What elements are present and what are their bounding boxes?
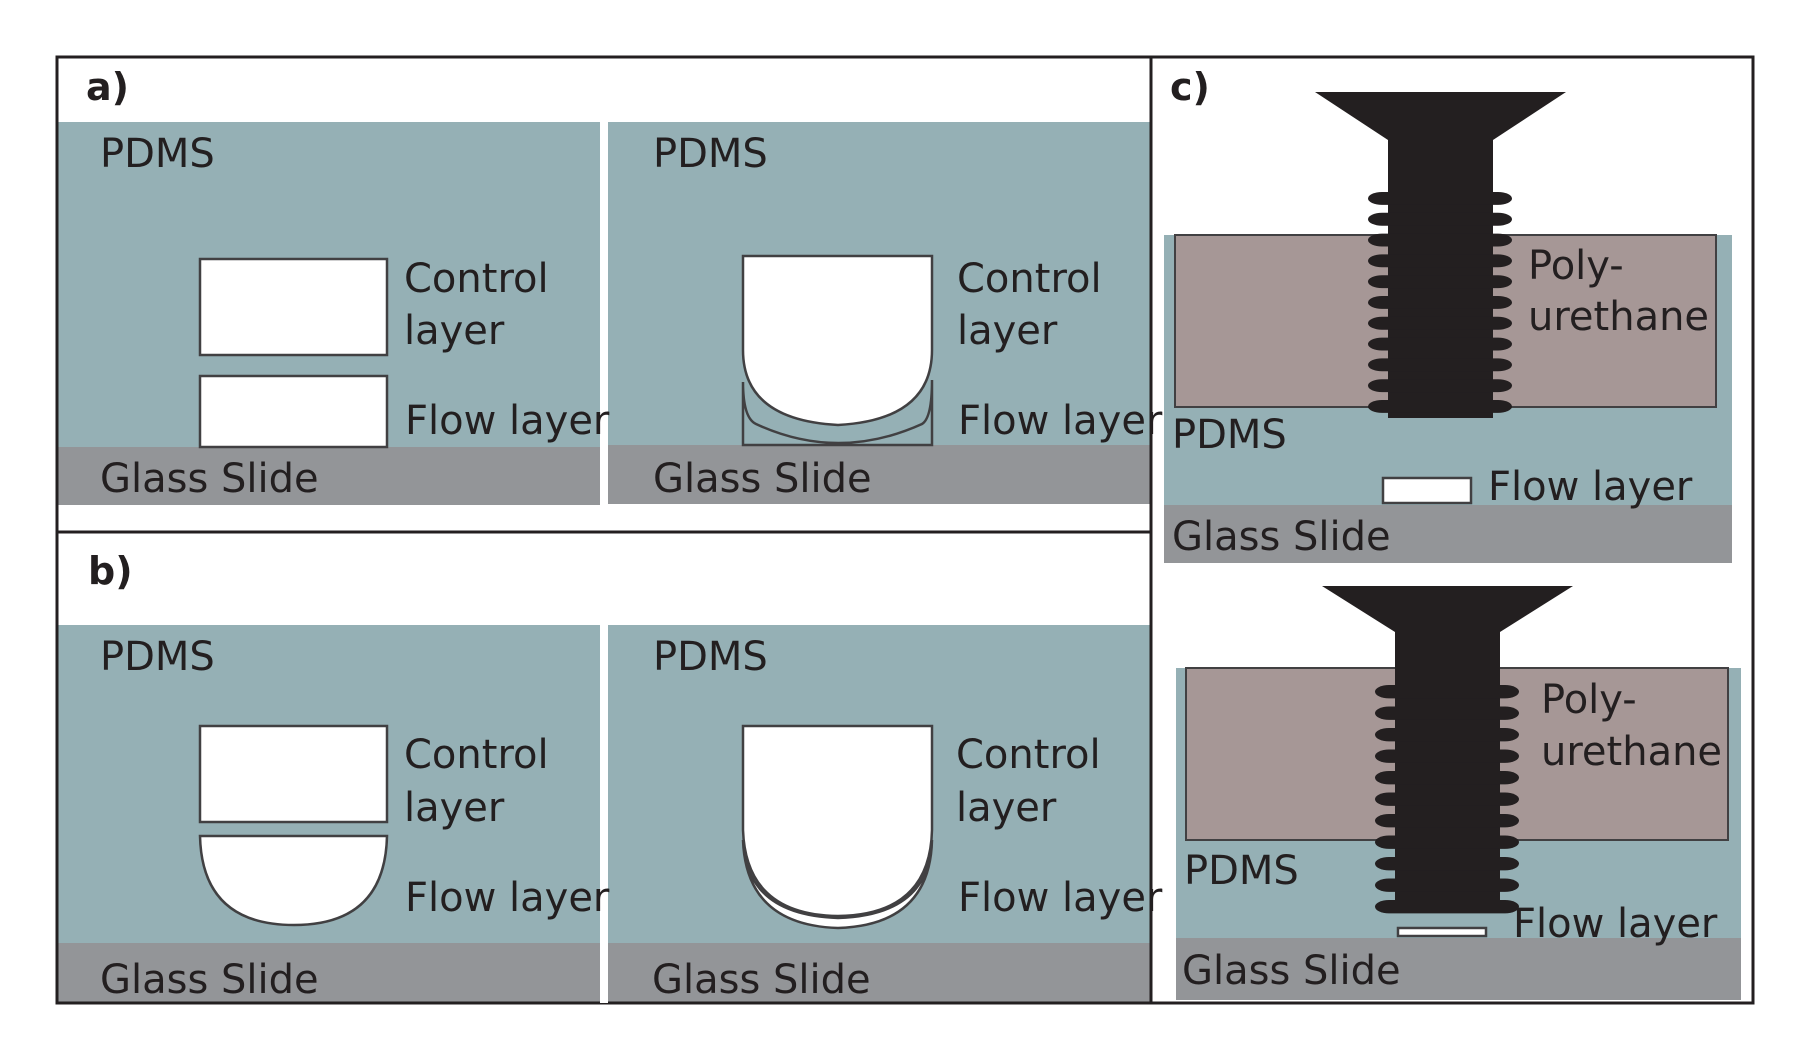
flow-layer-label: Flow layer xyxy=(958,875,1163,921)
frames xyxy=(55,55,1755,1005)
screw-thread xyxy=(1368,192,1512,205)
panel-label-a: a) xyxy=(86,65,129,109)
panel-a xyxy=(58,122,1150,505)
screw-thread xyxy=(1368,296,1512,309)
panel-c-frame xyxy=(1149,55,1755,1005)
control-channel-pressurized xyxy=(741,254,934,427)
flow-layer-label: Flow layer xyxy=(1513,901,1718,947)
pdms-label: PDMS xyxy=(100,634,215,680)
screw-thread xyxy=(1368,212,1512,226)
screw-thread xyxy=(1368,400,1512,413)
control-channel-pressurized xyxy=(741,724,934,918)
control-layer-label: layer xyxy=(957,308,1058,354)
pdms-label: PDMS xyxy=(100,131,215,177)
panel-label-c: c) xyxy=(1170,65,1210,109)
glass-slide-label: Glass Slide xyxy=(1172,514,1391,560)
screw-thread xyxy=(1375,900,1519,914)
screw-thread xyxy=(1375,792,1519,806)
screw-thread xyxy=(1375,814,1519,828)
control-layer-label: layer xyxy=(404,308,505,354)
glass-slide xyxy=(608,445,1150,504)
pdms-label: PDMS xyxy=(653,634,768,680)
flow-channel xyxy=(1381,476,1473,505)
screw-head xyxy=(1322,586,1573,660)
screw-thread xyxy=(1375,878,1519,892)
pdms-label: PDMS xyxy=(1184,848,1299,894)
control-layer-label: Control xyxy=(957,256,1102,302)
screw-thread xyxy=(1375,835,1519,849)
glass-slide xyxy=(1164,505,1732,563)
screw-thread xyxy=(1375,685,1519,699)
flow-layer-label: Flow layer xyxy=(1488,464,1693,510)
screw-thread xyxy=(1368,379,1512,393)
flow-channel-closed xyxy=(1396,926,1488,938)
screw xyxy=(1315,92,1566,418)
glass-slide-label: Glass Slide xyxy=(1182,948,1401,994)
control-layer-label: layer xyxy=(404,785,505,831)
polyurethane-label: Poly- xyxy=(1541,677,1637,723)
labels: a) PDMS Control layer Flow layer Glass S… xyxy=(86,65,1722,1003)
control-channel xyxy=(198,257,389,357)
screw xyxy=(1322,586,1573,914)
glass-slide xyxy=(1176,938,1741,1000)
screw-threads xyxy=(1368,192,1512,413)
polyurethane-label: urethane xyxy=(1541,729,1722,775)
screw-thread xyxy=(1368,358,1512,372)
glass-slide-label: Glass Slide xyxy=(100,957,319,1003)
screw-thread xyxy=(1375,857,1519,871)
glass-slide-label: Glass Slide xyxy=(100,456,319,502)
screw-thread xyxy=(1368,254,1512,268)
flow-layer-label: Flow layer xyxy=(958,398,1163,444)
pdms-label: PDMS xyxy=(1172,412,1287,458)
screw-thread xyxy=(1375,728,1519,742)
flow-channel-domed xyxy=(198,834,389,927)
screw-thread xyxy=(1375,706,1519,720)
screw-thread xyxy=(1375,771,1519,785)
control-layer-label: Control xyxy=(956,732,1101,778)
pdms-label: PDMS xyxy=(653,131,768,177)
control-layer-label: Control xyxy=(404,256,549,302)
glass-slide xyxy=(58,943,600,1003)
panel-label-b: b) xyxy=(88,549,133,593)
glass-slide-label: Glass Slide xyxy=(653,456,872,502)
control-layer-label: layer xyxy=(956,785,1057,831)
screw-thread xyxy=(1368,316,1512,330)
flow-layer-label: Flow layer xyxy=(405,875,610,921)
screw-thread xyxy=(1368,337,1512,351)
glass-slide-label: Glass Slide xyxy=(652,957,871,1003)
control-layer-label: Control xyxy=(404,732,549,778)
screw-thread xyxy=(1368,233,1512,247)
panel-b xyxy=(58,625,1150,1003)
flow-channel xyxy=(198,374,389,449)
polyurethane-label: Poly- xyxy=(1528,243,1624,289)
screw-thread xyxy=(1375,749,1519,763)
glass-slide xyxy=(58,447,600,505)
glass-slide xyxy=(608,943,1150,1003)
screw-head xyxy=(1315,92,1566,168)
control-channel xyxy=(198,724,389,824)
screw-thread xyxy=(1368,275,1512,289)
flow-layer-label: Flow layer xyxy=(405,398,610,444)
deflected-membrane xyxy=(741,379,934,447)
polyurethane-label: urethane xyxy=(1528,294,1709,340)
panel-c xyxy=(1164,92,1741,1000)
screw-threads xyxy=(1375,685,1519,914)
